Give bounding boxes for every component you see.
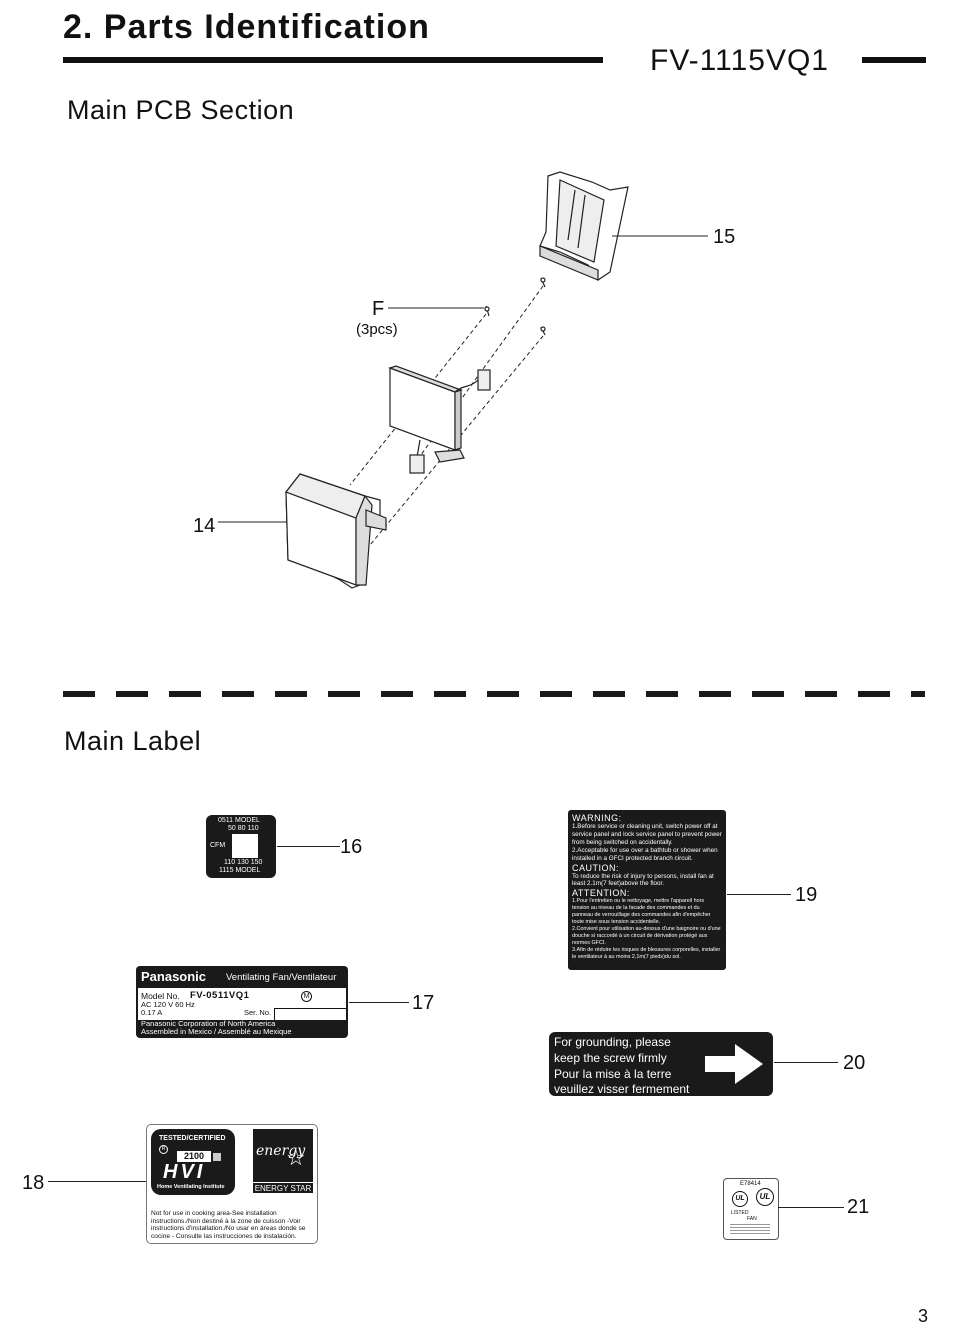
label17-serial: Ser. No. [244, 1008, 272, 1017]
title-rule [63, 57, 603, 63]
label-17-rating: Panasonic Ventilating Fan/Ventilateur Mo… [136, 966, 348, 1038]
callout-17: 17 [412, 992, 435, 1014]
hvi-logo: HVI [163, 1161, 206, 1183]
hvi-number: 2100 [177, 1151, 211, 1162]
label-16-cfm: 0511 MODEL 50 80 110 CFM 110 130 150 111… [206, 815, 276, 878]
leader-20 [774, 1062, 838, 1063]
right-arrow-icon [705, 1044, 763, 1084]
callout-f-qty: (3pcs) [356, 321, 398, 338]
label20-line1: For grounding, please [554, 1035, 671, 1049]
label19-attention-1: 1.Pour l'entretien ou le nettoyage, mett… [572, 898, 711, 926]
label17-corp: Panasonic Corporation of North America [141, 1019, 276, 1028]
label16-cfm: CFM [210, 842, 226, 849]
hvi-full: Home Ventilating Institute [157, 1184, 225, 1190]
ul-code: E78414 [740, 1181, 761, 1187]
ul-mark-icon: UL [756, 1188, 774, 1206]
leader-18 [48, 1181, 146, 1182]
label17-assembled: Assembled in Mexico / Assemblé au Mexiqu… [141, 1027, 292, 1036]
registered-icon: R [159, 1145, 168, 1154]
callout-18: 18 [22, 1172, 45, 1194]
ul-fine-print [730, 1224, 770, 1234]
energy-star-badge: energy ☆ ENERGY STAR [253, 1129, 313, 1193]
label17-model-value: FV-0511VQ1 [190, 990, 250, 1001]
cul-mark-icon: UL [732, 1191, 748, 1207]
label17-white-panel: Model No. FV-0511VQ1 M AC 120 V 60 Hz 0.… [138, 988, 347, 1021]
label17-model-label: Model No. [141, 991, 180, 1001]
label16-bottom: 1115 MODEL [219, 867, 261, 874]
label17-serial-box [274, 1008, 347, 1021]
callout-16: 16 [340, 836, 363, 858]
label-20-grounding: For grounding, please keep the screw fir… [549, 1032, 773, 1096]
label19-attention-title: ATTENTION: [572, 888, 630, 899]
section-title-pcb: Main PCB Section [67, 95, 295, 125]
callout-14: 14 [193, 515, 216, 537]
pcb-exploded-diagram [218, 171, 708, 589]
label18-note: Not for use in cooking area-See installa… [151, 1210, 306, 1240]
energy-script: energy [256, 1143, 306, 1159]
label-21-ul: E78414 UL UL LISTED FAN [723, 1178, 779, 1240]
certification-mark-icon: M [301, 991, 312, 1002]
hvi-mark-icon [213, 1153, 221, 1161]
label19-warning-2: 2.Acceptable for use over a bathtub or s… [572, 846, 718, 862]
label17-product: Ventilating Fan/Ventilateur [226, 972, 337, 983]
hvi-badge: TESTED/CERTIFIED R 2100 HVI Home Ventila… [151, 1129, 235, 1195]
label19-attention-2: 2.Convient pour utilisation au-dessus d'… [572, 926, 721, 947]
label19-attention-3: 3.Afin de réduire les risques de blessur… [572, 947, 721, 961]
label20-line4: veuillez visser fermement [554, 1082, 690, 1096]
label16-top-cfm: 50 80 110 [228, 825, 259, 832]
energy-star-text: ENERGY STAR [253, 1182, 313, 1193]
label16-top: 0511 MODEL [218, 817, 260, 824]
label-19-warning: WARNING: 1.Before service or cleaning un… [568, 810, 726, 970]
label20-line3: Pour la mise à la terre [554, 1067, 672, 1081]
label17-rating-value: AC 120 V 60 Hz [141, 1000, 195, 1009]
label19-caution-title: CAUTION: [572, 862, 620, 873]
ul-fan: FAN [747, 1216, 757, 1222]
hvi-tested: TESTED/CERTIFIED [159, 1135, 226, 1142]
label19-warning-title: WARNING: [572, 813, 622, 823]
leader-19 [727, 894, 791, 895]
star-icon: ☆ [286, 1145, 306, 1170]
label-18-certification: TESTED/CERTIFIED R 2100 HVI Home Ventila… [146, 1124, 318, 1244]
label17-brand: Panasonic [141, 969, 207, 984]
leader-21 [778, 1207, 844, 1208]
label16-bottom-cfm: 110 130 150 [224, 859, 263, 866]
ul-listed: LISTED [731, 1210, 749, 1216]
part-14-cover [285, 473, 387, 589]
callout-20: 20 [843, 1052, 866, 1074]
label17-amps: 0.17 A [141, 1008, 163, 1017]
screws-f [484, 277, 546, 336]
leader-16 [277, 846, 340, 847]
model-rule [862, 57, 926, 63]
leader-17 [349, 1002, 409, 1003]
label19-caution-1: To reduce the risk of injury to persons,… [572, 872, 714, 888]
label16-punch-tab [232, 834, 258, 858]
callout-21: 21 [847, 1196, 870, 1218]
label20-line2: keep the screw firmly [554, 1051, 667, 1065]
label19-warning-1: 1.Before service or cleaning unit, switc… [572, 823, 722, 846]
callout-f: F [372, 298, 385, 320]
page-number: 3 [918, 1306, 929, 1326]
section-divider [63, 691, 925, 697]
callout-19: 19 [795, 884, 818, 906]
section-title-label: Main Label [64, 726, 202, 756]
pcb-board [388, 365, 491, 474]
part-15-bracket [539, 171, 629, 281]
model-number: FV-1115VQ1 [650, 44, 829, 77]
page-title: 2. Parts Identification [63, 8, 430, 46]
callout-15: 15 [713, 226, 736, 248]
